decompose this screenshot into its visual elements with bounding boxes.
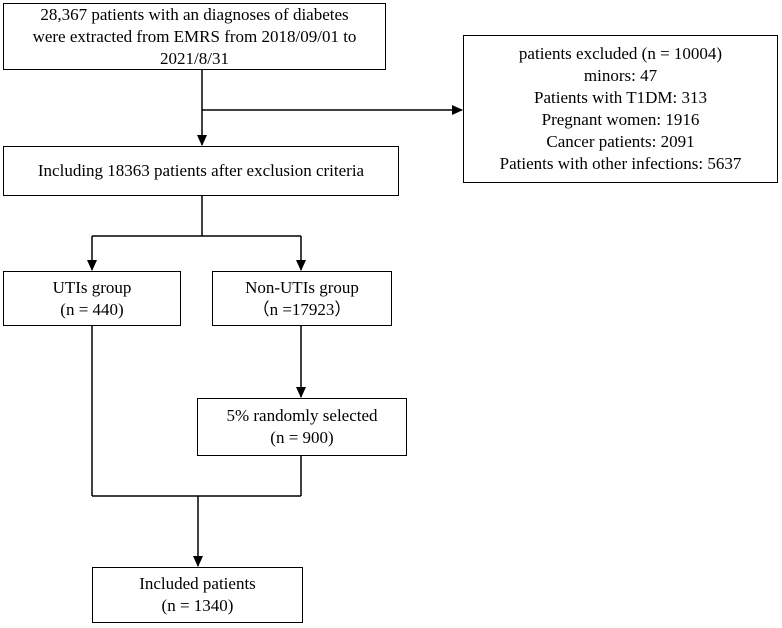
random-selected-line-2: (n = 900) — [270, 428, 334, 447]
excluded-line-6: Patients with other infections: 5637 — [499, 154, 742, 173]
non-utis-group-line-1: Non-UTIs group — [245, 277, 359, 297]
excluded-line-1: patients excluded (n = 10004) — [518, 44, 723, 63]
utis-group-line-2: (n = 440) — [60, 299, 124, 319]
included-after-exclusion-box: Including 18363 patients after exclusion… — [3, 146, 399, 196]
included-patients-line-2: (n = 1340) — [161, 596, 234, 615]
included-after-exclusion-line-1: Including 18363 patients after exclusion… — [37, 161, 365, 180]
extracted-line-2: were extracted from EMRS from 2018/09/01… — [32, 26, 357, 46]
random-selected-line-1: 5% randomly selected — [226, 406, 378, 425]
excluded-patients-box: patients excluded (n = 10004) minors: 47… — [463, 35, 778, 183]
excluded-line-2: minors: 47 — [583, 66, 658, 85]
excluded-line-4: Pregnant women: 1916 — [541, 110, 700, 129]
excluded-line-3: Patients with T1DM: 313 — [534, 88, 707, 107]
excluded-line-5: Cancer patients: 2091 — [546, 132, 695, 151]
extracted-line-3: 2021/8/31 — [160, 48, 229, 68]
utis-group-box: UTIs group (n = 440) — [3, 271, 181, 326]
non-utis-group-box: Non-UTIs group （n =17923） — [212, 271, 392, 326]
non-utis-group-line-2: （n =17923） — [252, 299, 352, 319]
random-selected-box: 5% randomly selected (n = 900) — [197, 398, 407, 456]
included-patients-line-1: Included patients — [139, 574, 256, 593]
extracted-patients-box: 28,367 patients with an diagnoses of dia… — [3, 3, 386, 70]
utis-group-line-1: UTIs group — [52, 277, 132, 297]
included-patients-box: Included patients (n = 1340) — [92, 567, 303, 623]
extracted-line-1: 28,367 patients with an diagnoses of dia… — [40, 4, 349, 24]
